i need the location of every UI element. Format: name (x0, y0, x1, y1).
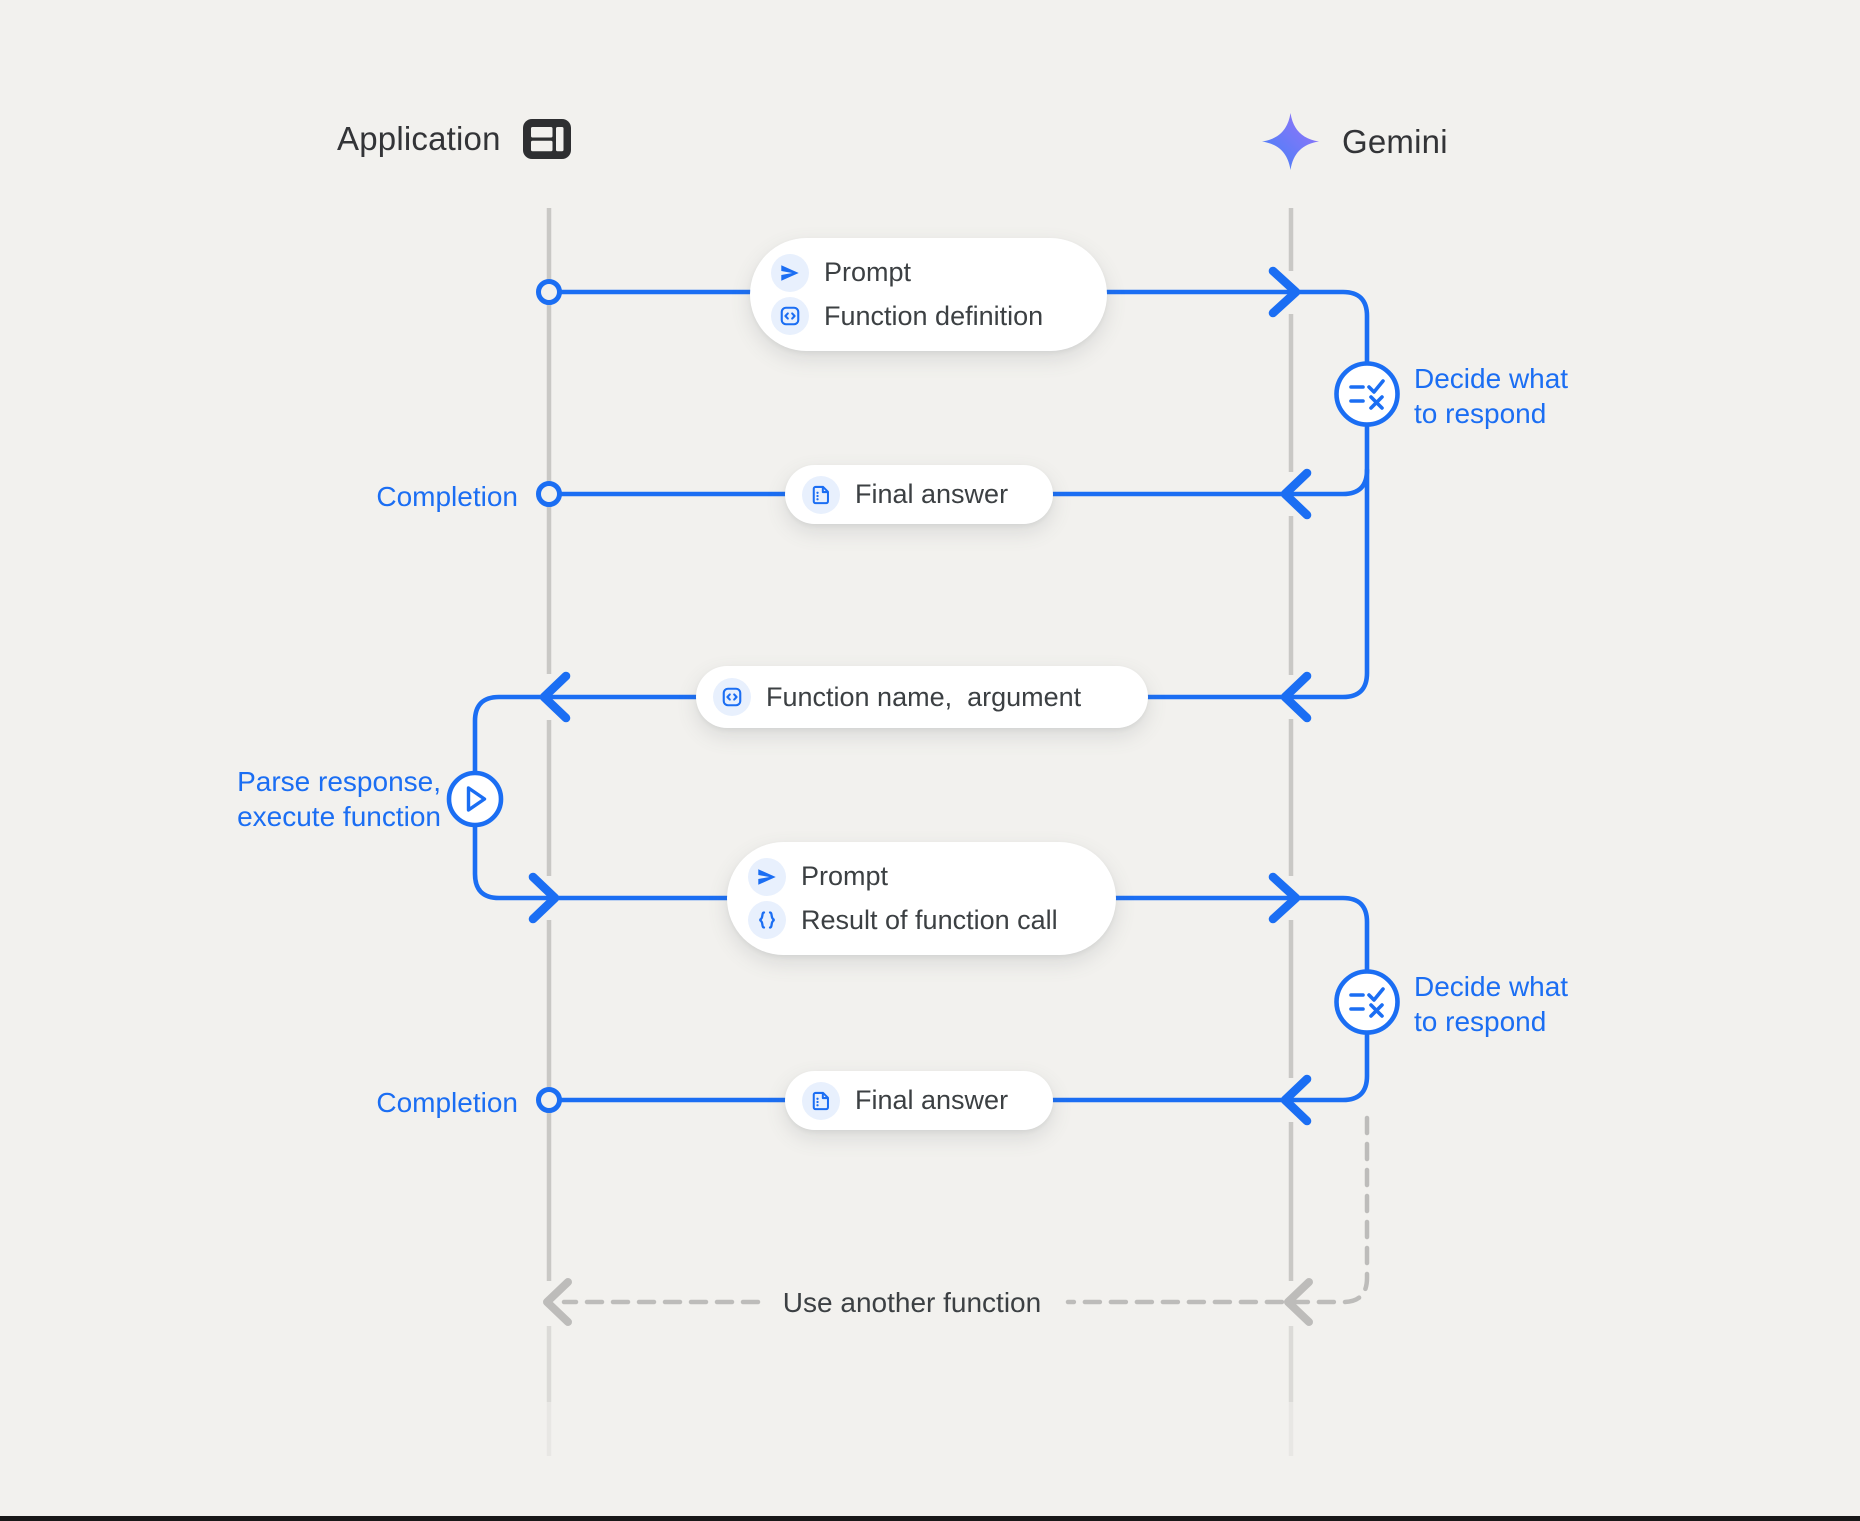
rule-check-icon (1349, 987, 1385, 1018)
arrow-left-gemini-row3 (1280, 671, 1312, 723)
pill-label: Prompt (801, 861, 889, 892)
application-label: Application (337, 120, 501, 157)
pill-label: Function name, argument (766, 681, 1082, 712)
send-icon (748, 857, 786, 896)
start-terminal (536, 279, 562, 305)
bottom-edge-bar (0, 1516, 1860, 1521)
message-pill-final-answer-2: Final answer (785, 1071, 1053, 1130)
arrow-right-gemini-row4 (1268, 872, 1301, 924)
arrow-right-application-row4 (528, 872, 560, 924)
use-another-function-dashed-path (561, 1115, 1370, 1305)
completion-2-terminal (536, 1087, 562, 1113)
arrow-left-application-row3 (539, 671, 571, 723)
parse-execute-label: Parse response, execute function (141, 764, 441, 834)
message-pill-prompt-result: Prompt Result of function call (727, 842, 1116, 955)
send-icon (771, 253, 809, 292)
final-answer-1-branch (546, 467, 1370, 497)
completion-label-2: Completion (376, 1087, 518, 1118)
dashed-arrowheads (543, 1278, 1313, 1326)
document-icon (802, 475, 840, 514)
code-box-icon (771, 297, 809, 336)
decide-label-line: to respond (1414, 1006, 1547, 1037)
pill-label: Final answer (855, 479, 1009, 509)
decide-label-line: Decide what (1414, 971, 1569, 1002)
decide-label-line: to respond (1414, 398, 1547, 429)
app-window-icon (522, 119, 571, 159)
parse-label-line: execute function (237, 801, 441, 832)
document-icon (802, 1081, 840, 1120)
terminal-circles (536, 279, 562, 1113)
message-pill-function-name-argument: Function name, argument (696, 666, 1148, 728)
decide-label-line: Decide what (1414, 363, 1569, 394)
pill-label: Result of function call (801, 904, 1058, 935)
code-box-icon (713, 678, 751, 716)
decide-label-1: Decide what to respond (1414, 361, 1568, 431)
arrow-left-gemini-row2 (1280, 468, 1312, 520)
arrow-right-gemini-row1 (1268, 266, 1301, 318)
completion-label-1: Completion (376, 481, 518, 512)
pill-label: Function definition (824, 300, 1044, 331)
use-another-function-label: Use another function (782, 1287, 1042, 1318)
arrow-left-gemini-row5 (1280, 1074, 1312, 1126)
message-pill-prompt-function-definition: Prompt Function definition (750, 238, 1107, 351)
braces-icon (748, 901, 786, 940)
arrow-left-gemini-dashed (1284, 1278, 1313, 1326)
parse-label-line: Parse response, (237, 766, 441, 797)
decide-label-2: Decide what to respond (1414, 969, 1568, 1039)
gemini-label: Gemini (1342, 122, 1448, 160)
completion-1-terminal (536, 481, 562, 507)
gemini-header: Gemini (1261, 112, 1448, 171)
decide-node-1 (1334, 361, 1400, 427)
rule-check-icon (1349, 379, 1385, 410)
pill-label: Final answer (855, 1085, 1009, 1115)
play-circle-icon (466, 786, 487, 812)
arrow-left-application-dashed (543, 1278, 572, 1326)
decide-node-2 (1334, 969, 1400, 1035)
pill-label: Prompt (824, 257, 912, 288)
flow-arrowheads (528, 266, 1312, 1126)
gemini-star-icon (1261, 112, 1320, 171)
application-header: Application (337, 119, 571, 159)
parse-execute-node (446, 770, 504, 828)
message-pill-final-answer-1: Final answer (785, 465, 1053, 524)
